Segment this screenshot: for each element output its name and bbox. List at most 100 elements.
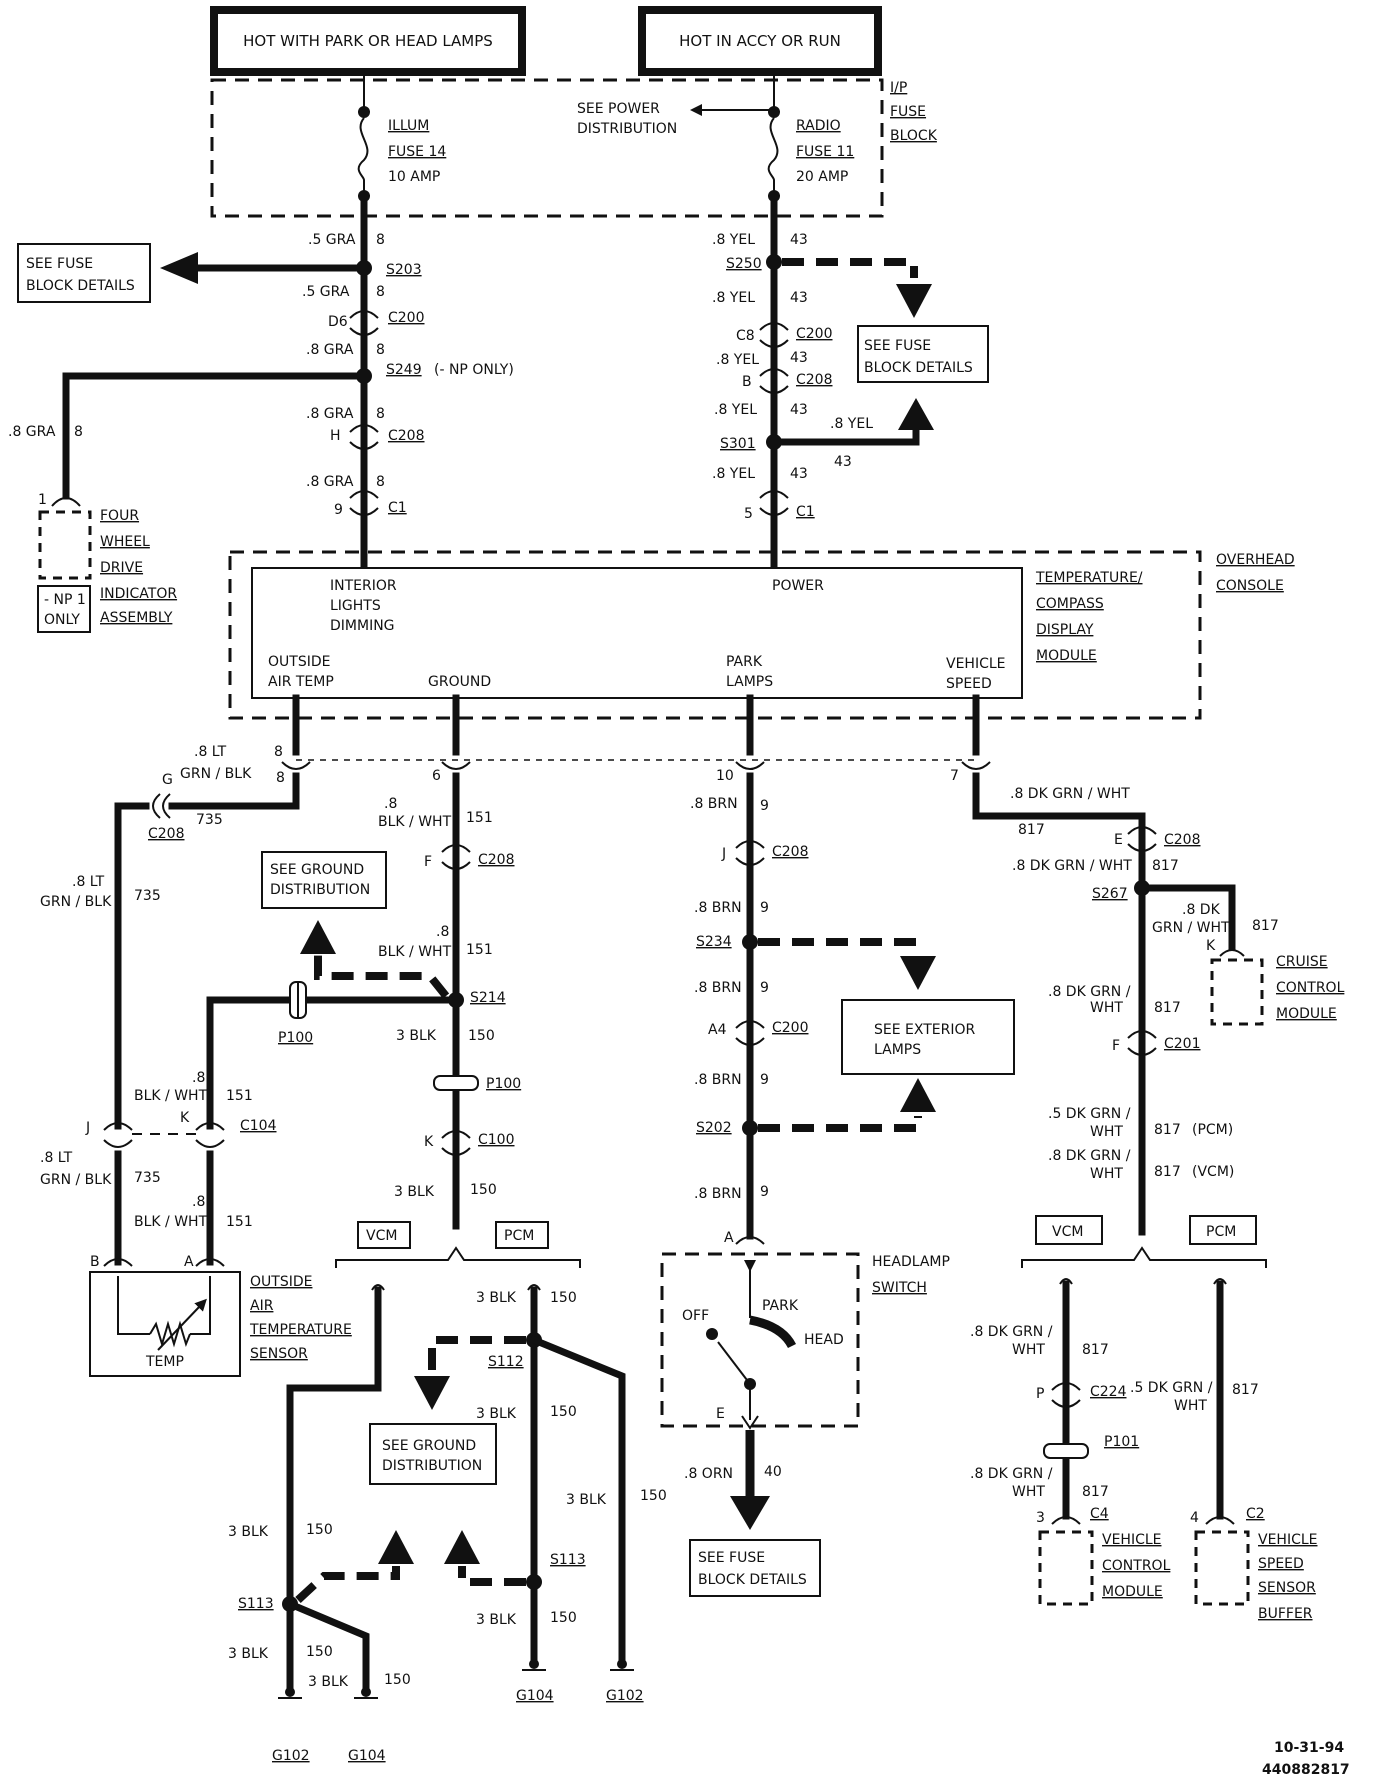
svg-text:735: 735 <box>134 888 161 904</box>
svg-text:E: E <box>1114 832 1123 848</box>
svg-text:C4: C4 <box>1090 1506 1109 1522</box>
svg-text:S113: S113 <box>238 1596 274 1612</box>
fuse-11 <box>767 72 780 202</box>
svg-text:D6: D6 <box>328 314 348 330</box>
vehicle-speed-circuit: .8 DK GRN / WHT 817 .8 DK GRN / WHT 817 … <box>970 772 1345 1622</box>
svg-text:MODULE: MODULE <box>1276 1006 1337 1022</box>
svg-text:150: 150 <box>468 1028 495 1044</box>
svg-text:F: F <box>1112 1038 1120 1054</box>
park-lamps-circuit: .8 BRN 9 .8 BRN 9 .8 BRN 9 .8 BRN 9 .8 B… <box>660 772 1015 1597</box>
svg-text:AIR TEMP: AIR TEMP <box>268 674 334 690</box>
svg-text:.8: .8 <box>192 1070 205 1086</box>
svg-text:3 BLK: 3 BLK <box>476 1612 517 1628</box>
svg-text:OUTSIDE: OUTSIDE <box>268 654 330 670</box>
svg-text:OUTSIDE: OUTSIDE <box>250 1274 312 1290</box>
svg-text:GRN / BLK: GRN / BLK <box>180 766 252 782</box>
svg-text:DISTRIBUTION: DISTRIBUTION <box>270 882 370 898</box>
svg-text:.8 LT: .8 LT <box>72 874 105 890</box>
svg-text:P100: P100 <box>486 1076 521 1092</box>
svg-text:BLOCK DETAILS: BLOCK DETAILS <box>26 278 135 294</box>
module-bottom-connector: 8 6 10 7 <box>274 694 991 784</box>
svg-text:.8 DK GRN /: .8 DK GRN / <box>970 1466 1053 1482</box>
svg-text:150: 150 <box>306 1644 333 1660</box>
svg-text:LAMPS: LAMPS <box>874 1042 921 1058</box>
svg-text:CONTROL: CONTROL <box>1276 980 1345 996</box>
see-fuse-right: SEE FUSE BLOCK DETAILS <box>770 258 989 446</box>
svg-text:150: 150 <box>384 1672 411 1688</box>
ip-fuse-block: I/P FUSE BLOCK SEE POWER DISTRIBUTION IL… <box>210 78 938 218</box>
svg-text:C224: C224 <box>1090 1384 1127 1400</box>
svg-text:GRN / BLK: GRN / BLK <box>40 1172 112 1188</box>
svg-text:43: 43 <box>790 290 808 306</box>
svg-text:C104: C104 <box>240 1118 277 1134</box>
svg-text:20 AMP: 20 AMP <box>796 169 848 185</box>
fuse-14 <box>357 72 370 202</box>
svg-text:.8 YEL: .8 YEL <box>712 466 755 482</box>
svg-text:VEHICLE: VEHICLE <box>1102 1532 1162 1548</box>
svg-text:TEMP: TEMP <box>145 1354 184 1370</box>
svg-text:FUSE: FUSE <box>890 104 926 120</box>
svg-text:DISPLAY: DISPLAY <box>1036 622 1094 638</box>
svg-text:817: 817 <box>1154 1122 1181 1138</box>
svg-text:K: K <box>1206 938 1216 954</box>
svg-text:BLOCK: BLOCK <box>890 128 938 144</box>
svg-text:.8: .8 <box>192 1194 205 1210</box>
svg-text:CRUISE: CRUISE <box>1276 954 1328 970</box>
svg-text:43: 43 <box>834 454 852 470</box>
svg-text:OFF: OFF <box>682 1308 709 1324</box>
svg-text:5: 5 <box>744 506 753 522</box>
svg-text:FUSE 11: FUSE 11 <box>796 144 854 160</box>
svg-text:151: 151 <box>466 810 493 826</box>
svg-text:9: 9 <box>760 1184 769 1200</box>
svg-text:FOUR: FOUR <box>100 508 139 524</box>
svg-text:.8 GRA: .8 GRA <box>306 474 354 490</box>
svg-text:.5 GRA: .5 GRA <box>302 284 350 300</box>
svg-text:K: K <box>180 1110 190 1126</box>
svg-text:.8 LT: .8 LT <box>40 1150 73 1166</box>
svg-text:SEE EXTERIOR: SEE EXTERIOR <box>874 1022 975 1038</box>
outside-air-temp-circuit: .8 LT GRN / BLK 8 735 .8 LT GRN / BLK 73… <box>40 744 460 1377</box>
svg-text:P101: P101 <box>1104 1434 1139 1450</box>
svg-text:BLK / WHT: BLK / WHT <box>378 944 452 960</box>
svg-text:BUFFER: BUFFER <box>1258 1606 1313 1622</box>
svg-text:- NP 1: - NP 1 <box>44 592 86 608</box>
svg-text:.8 YEL: .8 YEL <box>712 232 755 248</box>
svg-text:8: 8 <box>74 424 83 440</box>
svg-text:I/P: I/P <box>890 80 907 96</box>
svg-text:150: 150 <box>550 1404 577 1420</box>
svg-text:817: 817 <box>1232 1382 1259 1398</box>
svg-text:HOT IN ACCY OR RUN: HOT IN ACCY OR RUN <box>679 32 841 50</box>
svg-text:43: 43 <box>790 350 808 366</box>
svg-text:RADIO: RADIO <box>796 118 841 134</box>
svg-text:440882817: 440882817 <box>1262 1762 1350 1778</box>
svg-text:.8 YEL: .8 YEL <box>712 290 755 306</box>
svg-text:WHT: WHT <box>1174 1398 1207 1414</box>
svg-text:.8 DK GRN /: .8 DK GRN / <box>1048 984 1131 1000</box>
svg-text:10-31-94: 10-31-94 <box>1274 1740 1344 1756</box>
svg-text:9: 9 <box>334 502 343 518</box>
svg-text:C1: C1 <box>796 504 815 520</box>
svg-text:735: 735 <box>196 812 223 828</box>
svg-text:.8 YEL: .8 YEL <box>716 352 759 368</box>
svg-text:S202: S202 <box>696 1120 732 1136</box>
svg-text:WHT: WHT <box>1012 1342 1045 1358</box>
svg-text:SWITCH: SWITCH <box>872 1280 927 1296</box>
svg-text:.8 BRN: .8 BRN <box>694 1072 742 1088</box>
svg-text:.8: .8 <box>436 924 449 940</box>
svg-text:1: 1 <box>38 492 47 508</box>
svg-text:J: J <box>85 1120 90 1136</box>
svg-text:P: P <box>1036 1386 1044 1402</box>
svg-text:PARK: PARK <box>726 654 763 670</box>
temperature-compass-module: TEMPERATURE/ COMPASS DISPLAY MODULE INTE… <box>251 567 1143 699</box>
svg-text:3 BLK: 3 BLK <box>476 1290 517 1306</box>
svg-text:.8 LT: .8 LT <box>194 744 227 760</box>
svg-text:9: 9 <box>760 1072 769 1088</box>
svg-text:TEMPERATURE: TEMPERATURE <box>249 1322 352 1338</box>
svg-text:43: 43 <box>790 402 808 418</box>
svg-text:.8 DK GRN / WHT: .8 DK GRN / WHT <box>1010 786 1130 802</box>
svg-text:C100: C100 <box>478 1132 515 1148</box>
svg-text:B: B <box>90 1254 100 1270</box>
svg-text:PARK: PARK <box>762 1298 799 1314</box>
svg-text:.8 GRA: .8 GRA <box>8 424 56 440</box>
svg-text:P100: P100 <box>278 1030 313 1046</box>
